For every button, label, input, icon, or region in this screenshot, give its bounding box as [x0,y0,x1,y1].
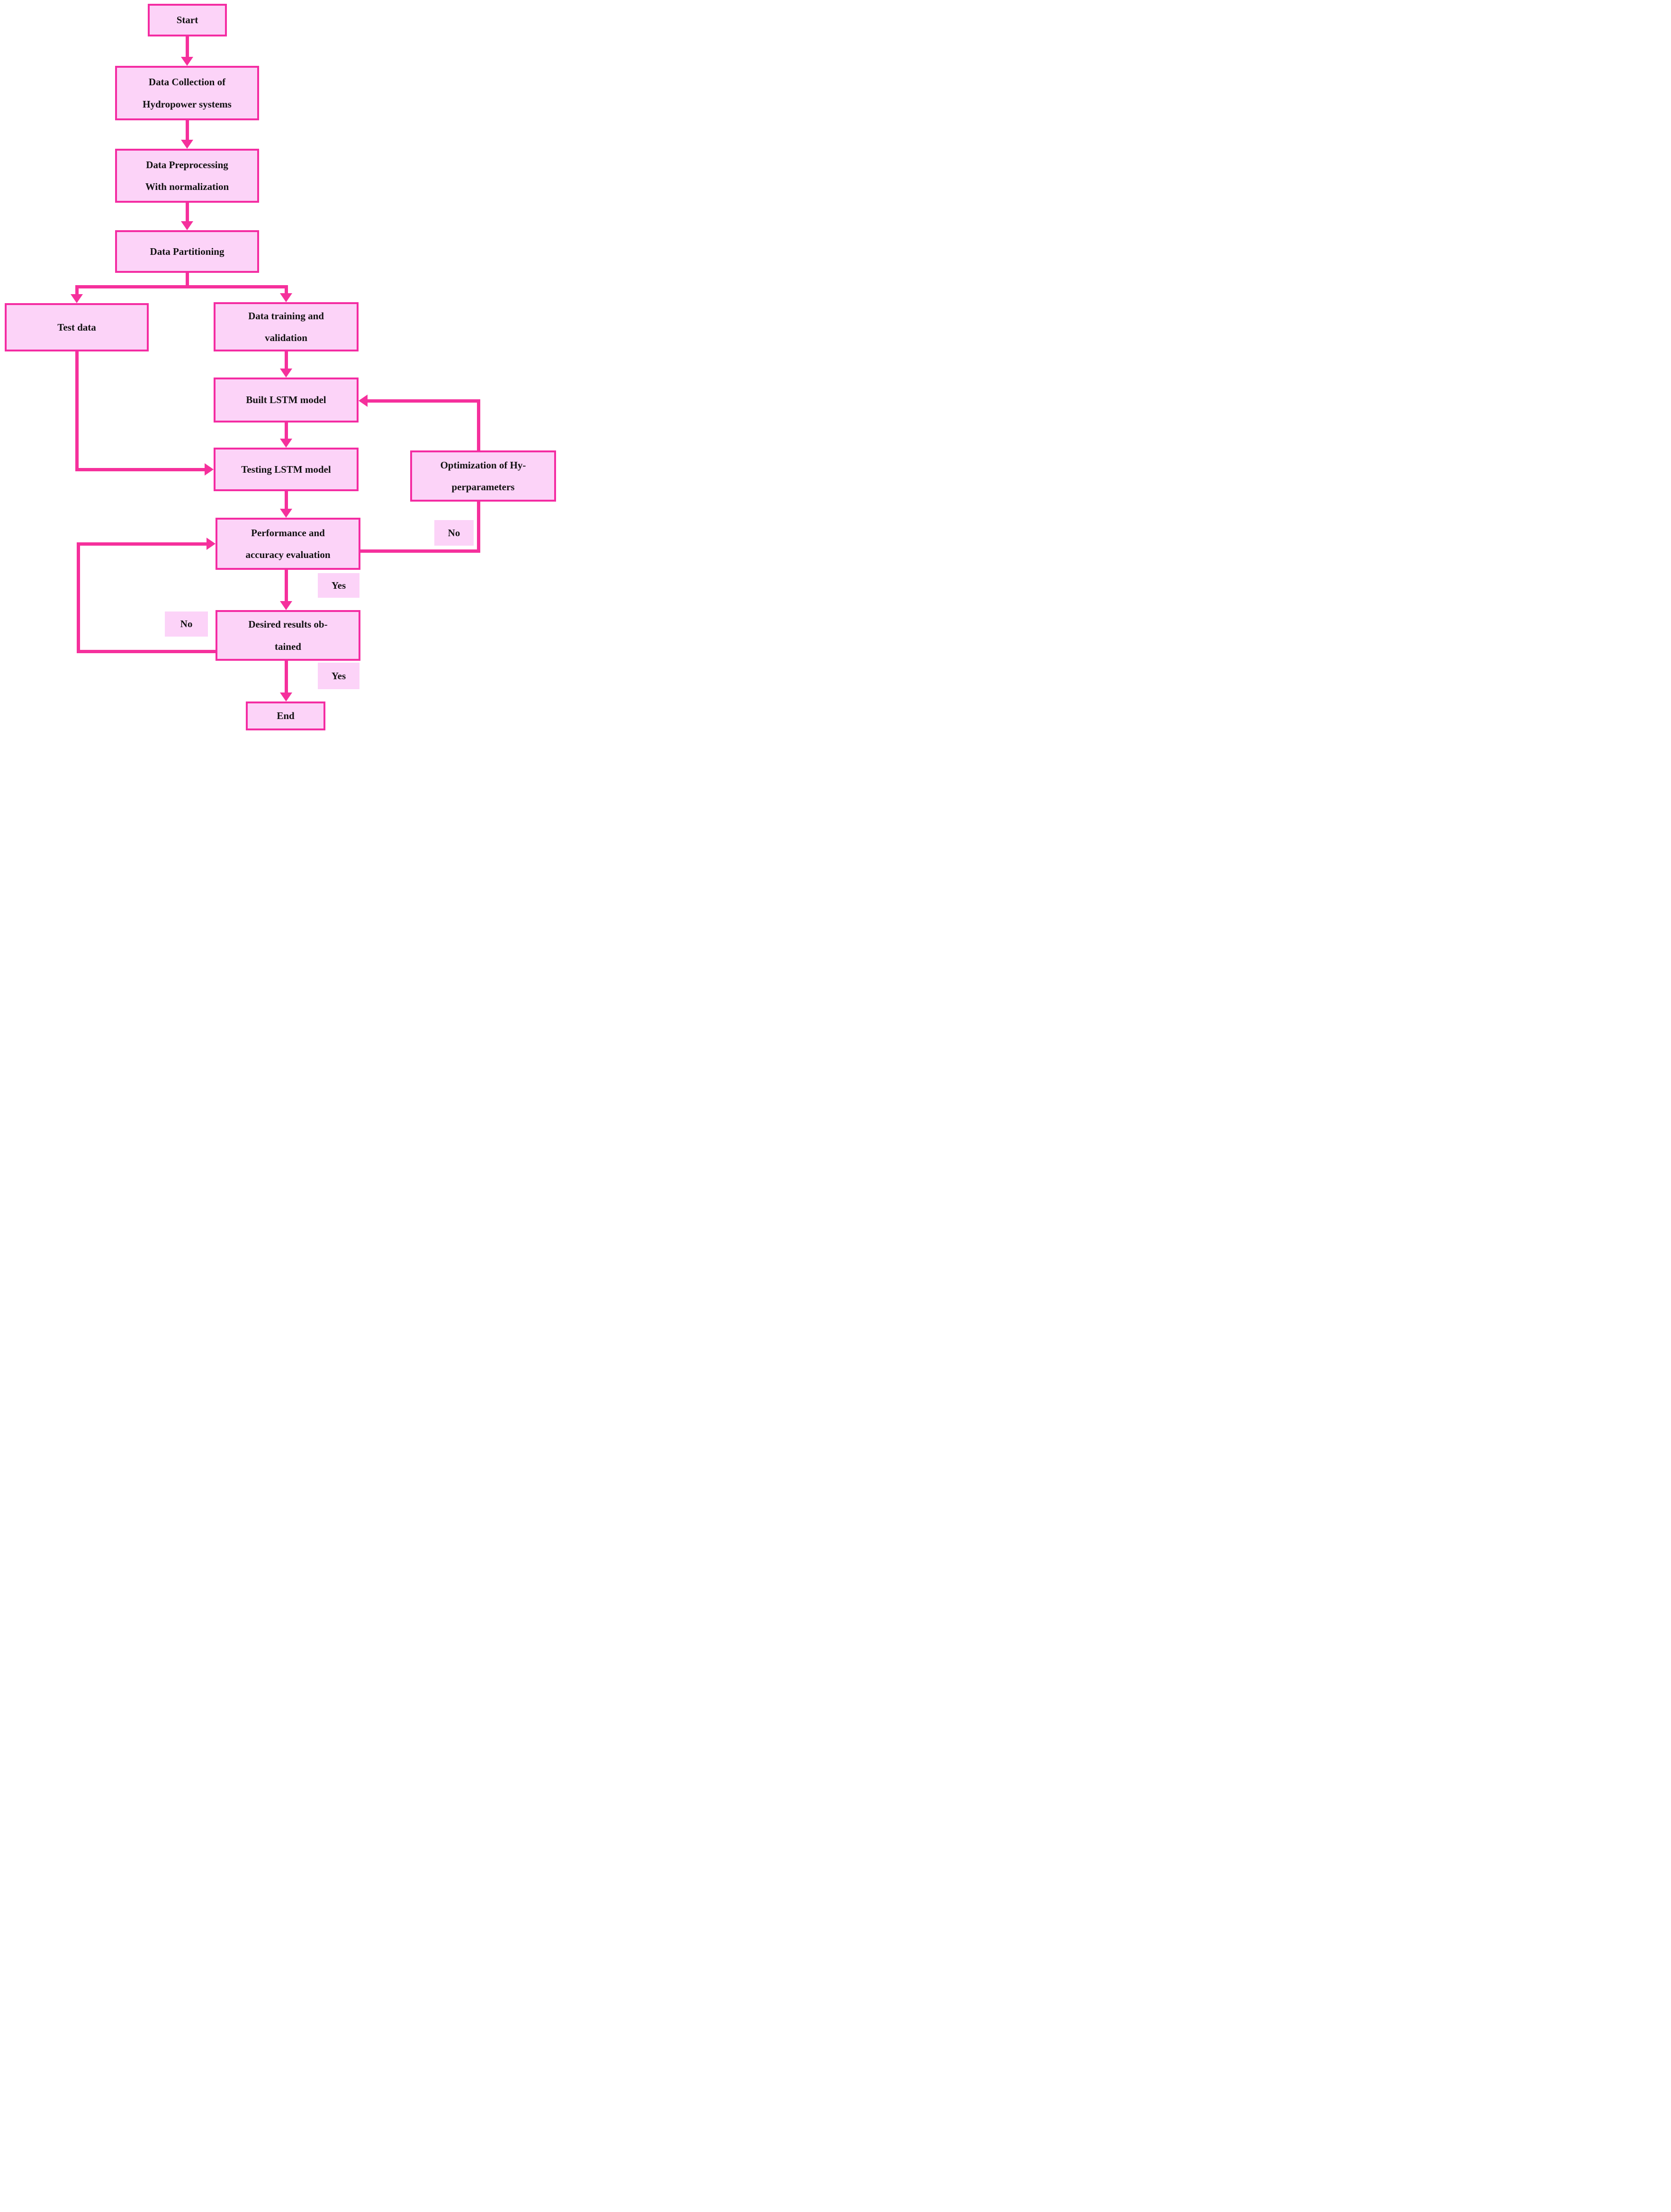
node-built-lstm-label: Built LSTM model [246,394,326,406]
node-start: Start [148,4,227,36]
node-performance-line1: Performance and [251,527,325,539]
node-data-training-line2: validation [265,332,307,343]
edge-noloop-vertical [77,542,80,653]
edge-optimization-built-horizontal [368,399,480,403]
edge-split-to-training-line [285,285,288,294]
edge-testdata-loop-horizontal [75,468,205,471]
node-data-collection-line1: Data Collection of [148,76,226,88]
node-performance-evaluation: Performance and accuracy evaluation [216,518,360,570]
node-data-preprocessing: Data Preprocessing With normalization [115,149,259,203]
arrowhead-down-icon [71,294,83,303]
edge-testdata-loop-vertical [75,351,79,471]
node-end: End [246,701,325,730]
flowchart-canvas: Start Data Collection of Hydropower syst… [0,0,557,737]
edge-performance-no-horizontal [360,549,480,553]
arrowhead-down-icon [181,221,193,230]
edge-performance-desired-line [285,570,288,601]
node-test-data: Test data [5,303,149,351]
node-desired-results: Desired results ob- tained [216,610,360,661]
node-performance-line2: accuracy evaluation [245,549,331,560]
edge-desired-end-line [285,661,288,692]
node-optimization-hyperparameters: Optimization of Hy- perparameters [410,450,556,502]
node-data-collection: Data Collection of Hydropower systems [115,66,259,120]
arrowhead-down-icon [181,140,193,149]
edge-collection-preprocessing-line [186,120,189,140]
edge-no-to-optimization-vertical [477,502,480,553]
node-testing-lstm-label: Testing LSTM model [241,463,331,475]
node-test-data-label: Test data [57,321,96,333]
edge-built-testing-line [285,423,288,439]
node-built-lstm-model: Built LSTM model [214,378,359,423]
node-desired-results-line2: tained [274,640,301,652]
edge-split-to-test-data-line [75,285,79,295]
node-desired-results-line1: Desired results ob- [248,619,328,630]
node-end-label: End [277,710,295,722]
node-testing-lstm-model: Testing LSTM model [214,448,359,491]
edge-noloop-top-horizontal [77,542,207,546]
edge-label-yes-top: Yes [318,573,359,598]
arrowhead-left-icon [359,395,368,407]
edge-preprocessing-partitioning-line [186,203,189,222]
arrowhead-down-icon [181,57,193,66]
node-data-preprocessing-line2: With normalization [145,181,229,192]
node-data-training-line1: Data training and [248,310,324,322]
arrowhead-down-icon [280,692,292,701]
edge-partitioning-split-stub [186,273,189,288]
node-data-partitioning: Data Partitioning [115,230,259,273]
node-data-collection-line2: Hydropower systems [143,98,232,110]
edge-start-collection-line [186,36,189,57]
arrowhead-down-icon [280,369,292,378]
node-data-partitioning-label: Data Partitioning [150,245,225,257]
edge-partitioning-split-horizontal [75,285,288,288]
arrowhead-down-icon [280,439,292,448]
node-start-label: Start [176,14,198,26]
node-data-preprocessing-line1: Data Preprocessing [146,159,228,171]
node-optimization-line2: perparameters [451,481,515,493]
edge-label-no-right: No [434,520,474,546]
node-data-training-validation: Data training and validation [214,302,359,351]
arrowhead-right-icon [205,463,214,476]
arrowhead-down-icon [280,509,292,518]
arrowhead-right-icon [207,538,216,550]
edge-testing-performance-line [285,491,288,509]
node-optimization-line1: Optimization of Hy- [440,459,526,471]
arrowhead-down-icon [280,601,292,610]
arrowhead-down-icon [280,293,292,302]
edge-optimization-up-vertical [477,401,480,450]
edge-label-yes-bottom: Yes [318,663,359,689]
edge-noloop-bottom-horizontal [77,650,216,653]
edge-training-built-line [285,351,288,369]
edge-label-no-left: No [165,611,208,637]
